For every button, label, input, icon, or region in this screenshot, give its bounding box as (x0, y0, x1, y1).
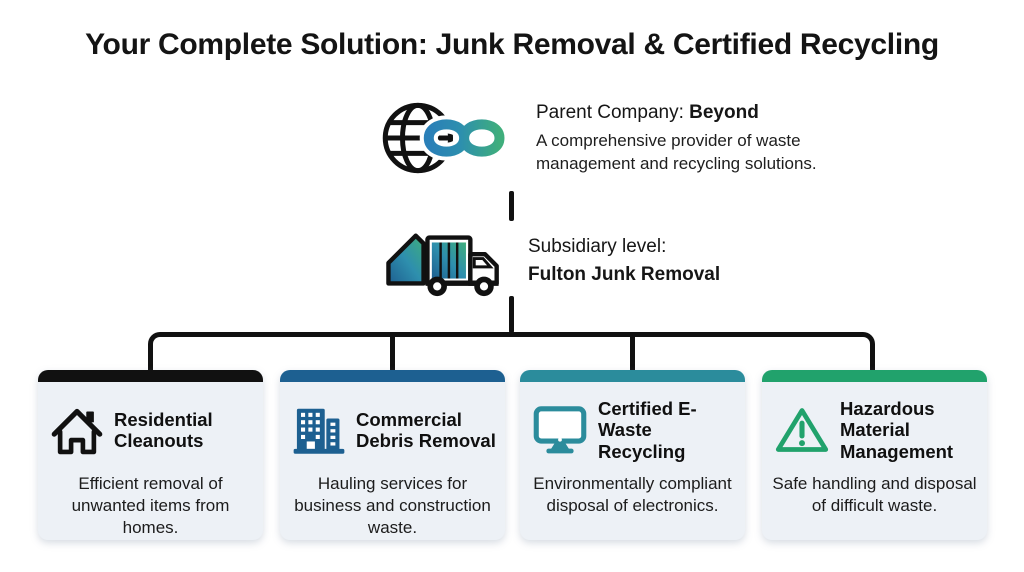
card-residential-cleanouts: Residential Cleanouts Efficient removal … (38, 370, 263, 540)
card-accent-bar (280, 370, 505, 382)
card-description: Hauling services for business and constr… (294, 474, 491, 538)
card-title: Residential Cleanouts (114, 408, 213, 451)
card-accent-bar (520, 370, 745, 382)
page-title: Your Complete Solution: Junk Removal & C… (85, 28, 939, 61)
parent-company-line: Parent Company: Beyond (536, 101, 848, 125)
garbage-truck-icon (386, 233, 499, 297)
subsidiary-block: Subsidiary level: Fulton Junk Removal (380, 222, 720, 300)
connector-rail (148, 332, 875, 370)
building-icon (293, 408, 345, 454)
card-accent-bar (38, 370, 263, 382)
connector-stem-top (509, 191, 514, 221)
card-accent-bar (762, 370, 987, 382)
subsidiary-name: Fulton Junk Removal (528, 264, 721, 285)
card-description: Efficient removal of unwanted items from… (71, 474, 230, 538)
parent-company-description: A comprehensive provider of waste manage… (536, 130, 817, 173)
card-commercial-debris-removal: Commercial Debris Removal Hauling servic… (280, 370, 505, 540)
monitor-icon (533, 406, 587, 454)
parent-company-name: Beyond (689, 102, 759, 124)
card-certified-ewaste-recycling: Certified E-Waste Recycling Environmenta… (520, 370, 745, 540)
connector-drop-3 (630, 335, 635, 370)
parent-company-label: Parent Company: (536, 102, 684, 124)
card-description: Safe handling and disposal of difficult … (772, 474, 977, 516)
connector-stem-bottom (509, 296, 514, 333)
globe-infinity-icon (382, 102, 509, 174)
warning-triangle-icon (775, 408, 829, 452)
house-icon (51, 408, 103, 455)
card-title: Commercial Debris Removal (356, 408, 496, 451)
subsidiary-text: Subsidiary level: Fulton Junk Removal (528, 233, 720, 290)
parent-company-block: Parent Company: Beyond A comprehensive p… (378, 92, 848, 184)
card-hazardous-material-management: Hazardous Material Management Safe handl… (762, 370, 987, 540)
connector-drop-2 (390, 335, 395, 370)
card-title: Hazardous Material Management (840, 397, 954, 462)
subsidiary-label: Subsidiary level: (528, 235, 667, 257)
parent-company-text: Parent Company: Beyond A comprehensive p… (536, 101, 848, 175)
card-title: Certified E-Waste Recycling (598, 397, 697, 462)
card-description: Environmentally compliant disposal of el… (533, 474, 732, 516)
